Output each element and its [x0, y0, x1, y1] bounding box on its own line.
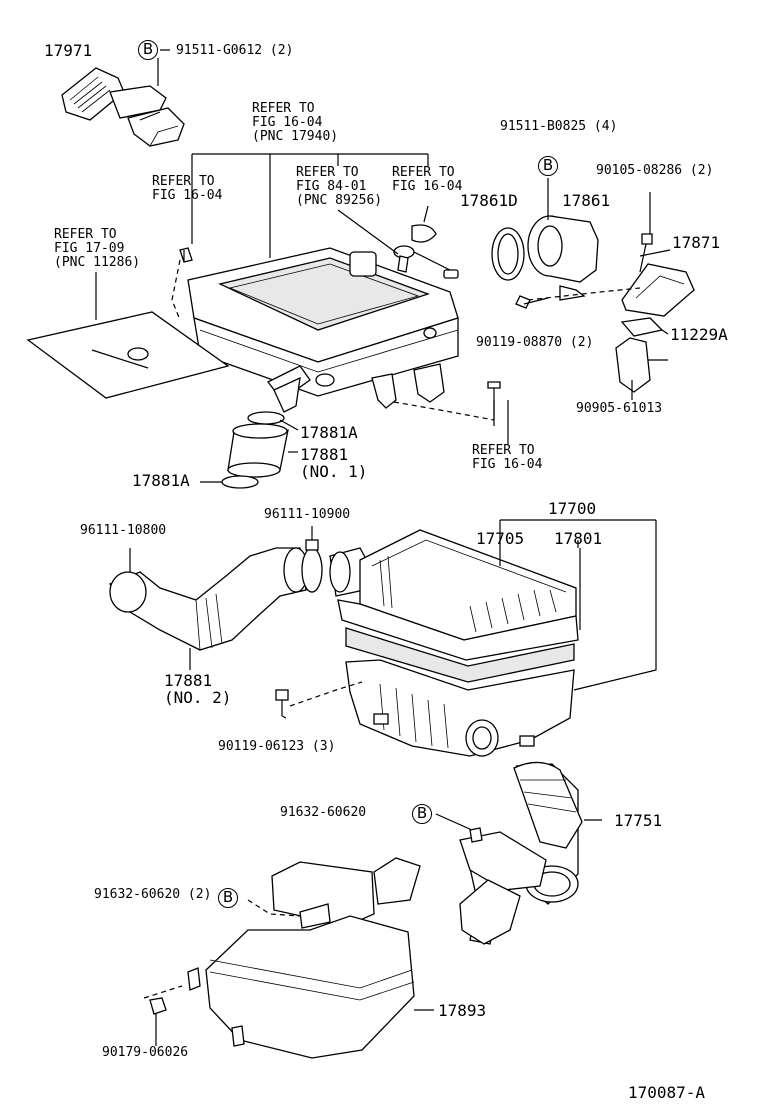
part-17801-label: 17801 [554, 529, 603, 548]
hose-17881-no2 [108, 547, 309, 670]
part-90119-06123-label: 90119-06123 (3) [218, 739, 336, 754]
filter-mat-11286 [26, 311, 230, 399]
intake-duct-17971 [61, 67, 185, 147]
hose-17881-no1 [200, 411, 299, 489]
part-17861-label: 17861 [562, 191, 611, 210]
part-17881-no2-label: 17881 (NO. 2) [164, 671, 232, 707]
part-90105-08286-label: 90105-08286 (2) [596, 163, 714, 178]
badge-b-maf: B [538, 156, 558, 176]
refer-fig-16-04-right: REFER TO FIG 16-04 [392, 165, 463, 194]
refer-fig-16-04-lower: REFER TO FIG 16-04 [472, 443, 543, 472]
part-17751-label: 17751 [614, 811, 663, 830]
part-90905-61013-label: 90905-61013 [576, 401, 663, 416]
part-17881a-upper-label: 17881A [300, 423, 358, 442]
bracket-17871 [515, 192, 695, 400]
airflow-meter-17861 [491, 178, 599, 301]
badge-b-top: B [138, 40, 158, 60]
figure-id-label: 170087-A [628, 1083, 706, 1102]
part-17700-label: 17700 [548, 499, 597, 518]
resonator-hose-17751 [435, 761, 602, 945]
part-17893-label: 17893 [438, 1001, 487, 1020]
part-17705-label: 17705 [476, 529, 525, 548]
part-17861d-label: 17861D [460, 191, 518, 210]
resonator-17893 [143, 857, 434, 1059]
refer-fig-16-04-center: REFER TO FIG 16-04 (PNC 17940) [252, 101, 339, 144]
badge-b-hose: B [412, 804, 432, 824]
air-cleaner-assy-17700 [329, 519, 657, 757]
part-91632-60620-2-label: 91632-60620 (2) [94, 887, 212, 902]
refer-fig-84-01: REFER TO FIG 84-01 (PNC 89256) [296, 165, 383, 208]
part-11229a-label: 11229A [670, 325, 728, 344]
bolt-90119-06123 [275, 681, 363, 719]
air-cleaner-cap-upper [179, 247, 459, 413]
part-90179-06026-label: 90179-06026 [102, 1045, 189, 1060]
part-91511-g0612-label: 91511-G0612 (2) [176, 43, 294, 58]
sensor-wire-89256 [393, 224, 459, 279]
part-91511-b0825-label: 91511-B0825 (4) [500, 119, 618, 134]
part-90119-08870-label: 90119-08870 (2) [476, 335, 594, 350]
leader-lines-upper [95, 49, 509, 444]
part-91632-60620-label: 91632-60620 [280, 805, 367, 820]
part-96111-10800-label: 96111-10800 [80, 523, 167, 538]
refer-fig-16-04-left: REFER TO FIG 16-04 [152, 174, 223, 203]
badge-b-resonator: B [218, 888, 238, 908]
clamp-96111-10900 [301, 526, 323, 593]
part-17871-label: 17871 [672, 233, 721, 252]
part-17881a-lower-label: 17881A [132, 471, 190, 490]
refer-fig-17-09: REFER TO FIG 17-09 (PNC 11286) [54, 227, 141, 270]
part-96111-10900-label: 96111-10900 [264, 507, 351, 522]
part-17881-no1-label: 17881 (NO. 1) [300, 445, 368, 481]
part-17971-label: 17971 [44, 41, 93, 60]
